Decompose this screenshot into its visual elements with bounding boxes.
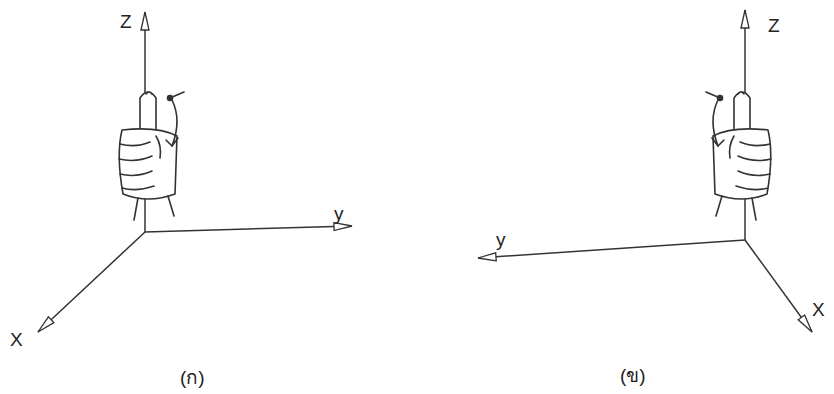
axis-label: X [812, 300, 825, 319]
axis-label: X [10, 330, 23, 349]
figure-label: (ก) [180, 368, 205, 387]
axis-label: y [496, 230, 506, 249]
axis-label: Z [120, 12, 132, 31]
figure-label: (ข) [620, 366, 646, 385]
axis-label: Z [768, 16, 780, 35]
axis-label: y [334, 204, 344, 223]
